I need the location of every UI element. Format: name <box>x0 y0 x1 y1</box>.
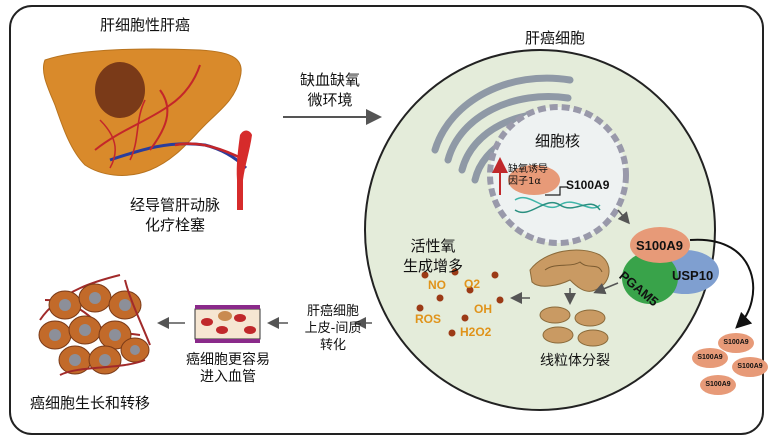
s100a9-protein <box>630 227 690 263</box>
label-gene: S100A9 <box>566 178 610 192</box>
secreted-label-3: S100A9 <box>737 363 763 370</box>
species-o2: O2 <box>464 277 481 291</box>
blood-vessel <box>194 305 261 343</box>
secreted-label-1: S100A9 <box>723 339 749 346</box>
label-cancer-cell: 肝癌细胞 <box>525 29 586 47</box>
gene-promoter-icon <box>545 186 568 196</box>
tumor-cluster <box>38 274 151 376</box>
label-ros-increase: 活性氧 生成增多 <box>402 237 463 275</box>
secreted-label-4: S100A9 <box>705 381 731 388</box>
fragmented-mitochondria <box>539 306 609 347</box>
label-growth: 癌细胞生长和转移 <box>30 394 151 412</box>
hif-protein <box>508 165 560 195</box>
label-s100a9: S100A9 <box>636 238 683 253</box>
label-hypoxia: 缺血缺氧 微环境 <box>299 71 360 109</box>
species-h2o2: H2O2 <box>460 325 492 339</box>
arrow-protein-mito <box>593 282 619 295</box>
label-tace: 经导管肝动脉 化疗栓塞 <box>129 196 220 234</box>
label-hif: 缺氧诱导 因子1α <box>508 164 548 187</box>
label-vessel: 癌细胞更容易 进入血管 <box>186 352 270 385</box>
species-no: NO <box>428 278 446 292</box>
pgam5-protein <box>622 252 678 304</box>
ros-dots <box>416 268 504 337</box>
species-ros: ROS <box>415 312 442 326</box>
label-hcc: 肝细胞性肝癌 <box>100 16 191 34</box>
tumor <box>95 62 145 118</box>
species-oh: OH <box>474 302 492 316</box>
label-emt: 肝癌细胞 上皮-间质 转化 <box>304 304 362 353</box>
arrow-secretion <box>689 238 755 329</box>
label-nucleus: 细胞核 <box>535 132 581 150</box>
liver-illustration <box>42 48 252 210</box>
secreted-s100a9 <box>692 333 768 395</box>
label-mito-fission: 线粒体分裂 <box>540 353 610 369</box>
arrow-nucleus-protein <box>617 209 630 225</box>
label-usp10: USP10 <box>672 268 714 283</box>
secreted-label-2: S100A9 <box>697 354 723 361</box>
dna-icon <box>514 197 601 213</box>
